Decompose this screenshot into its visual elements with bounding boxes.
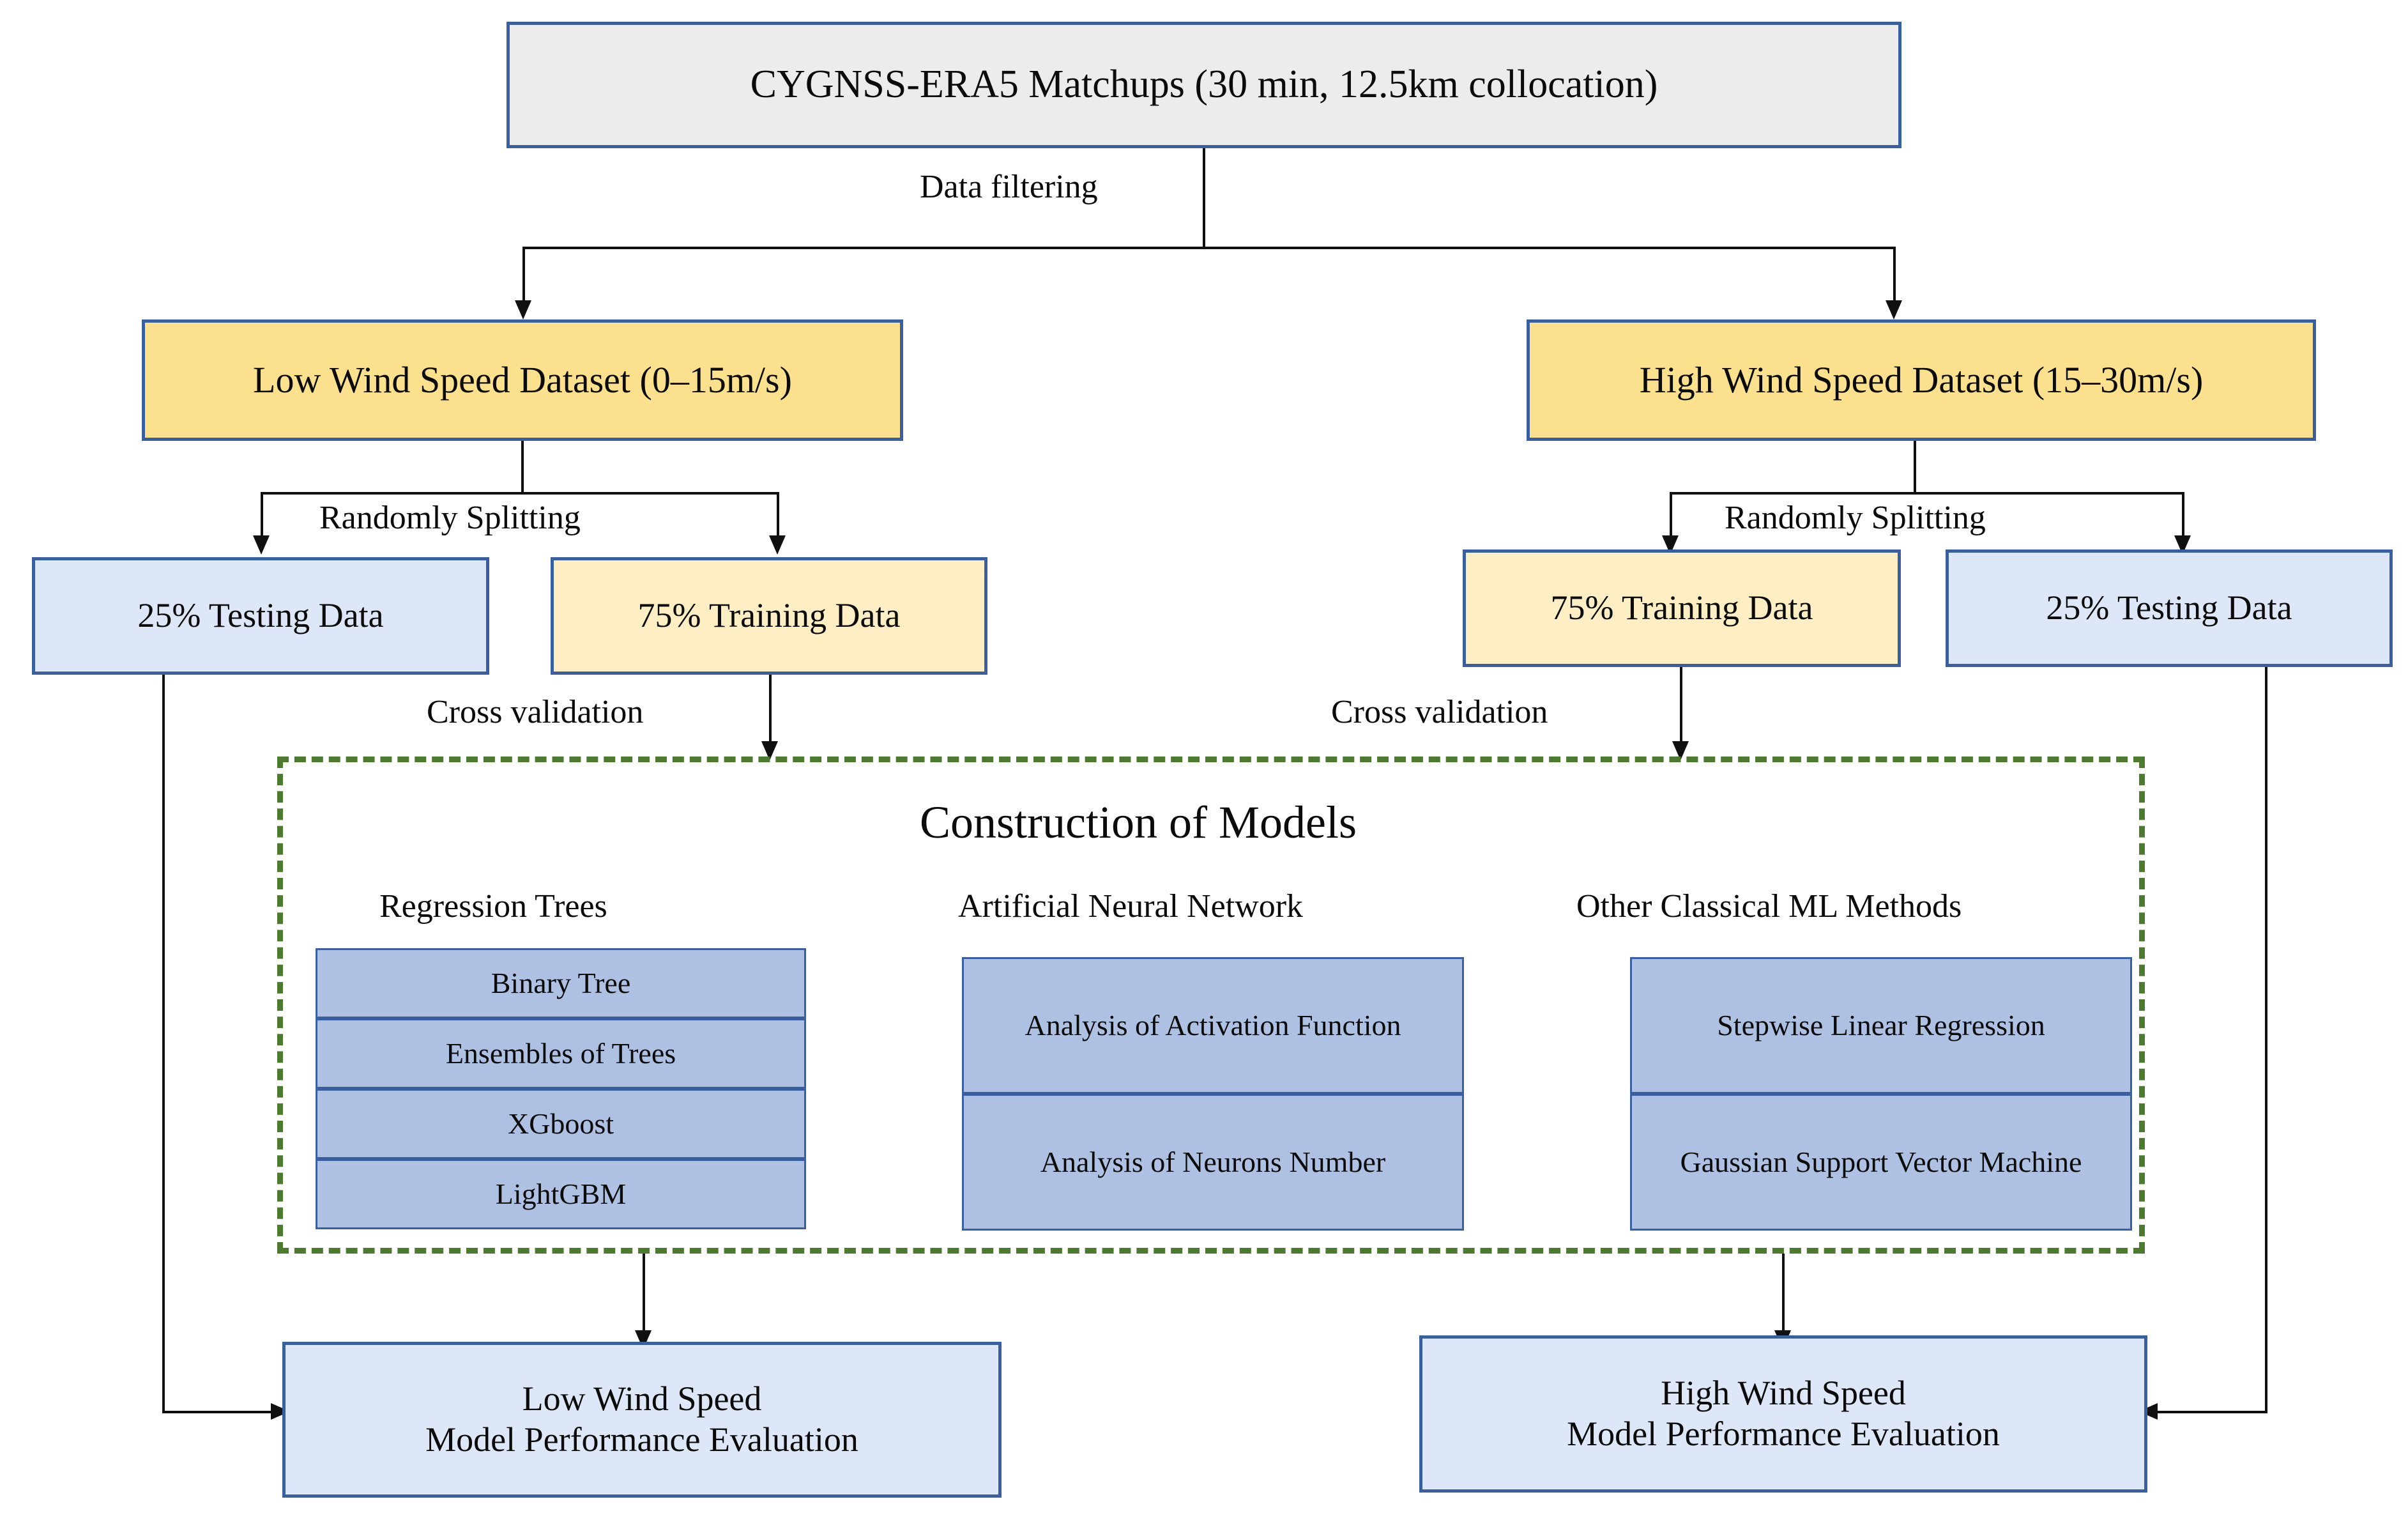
connector-high-split-bus	[1670, 492, 2184, 495]
model-cell-analysis-of-activation-function[interactable]: Analysis of Activation Function	[962, 957, 1464, 1094]
connector-low-testing-drop	[261, 492, 263, 539]
arrowhead-to-low-training	[769, 535, 786, 555]
model-cell-ensembles-of-trees-label: Ensembles of Trees	[445, 1036, 676, 1070]
node-low-training-data-label: 75% Training Data	[637, 596, 901, 635]
arrowhead-to-low-dataset	[515, 300, 531, 319]
connector-right-drop	[1893, 247, 1896, 304]
node-high-wind-dataset[interactable]: High Wind Speed Dataset (15–30m/s)	[1527, 319, 2316, 441]
connector-high-testing-drop	[2182, 492, 2184, 539]
node-high-testing-data[interactable]: 25% Testing Data	[1946, 549, 2393, 667]
model-cell-analysis-of-neurons-number[interactable]: Analysis of Neurons Number	[962, 1094, 1464, 1231]
model-cell-gaussian-support-vector-machine-label: Gaussian Support Vector Machine	[1680, 1145, 2082, 1178]
node-low-testing-data[interactable]: 25% Testing Data	[32, 557, 489, 675]
model-cell-lightgbm[interactable]: LightGBM	[316, 1159, 806, 1229]
node-low-wind-evaluation-text: Low Wind Speed Model Performance Evaluat…	[425, 1379, 858, 1460]
edge-label-randomly-splitting-left: Randomly Splitting	[319, 500, 581, 536]
connector-low-split-stem	[521, 441, 524, 492]
construction-title: Construction of Models	[920, 797, 1357, 848]
connector-source-stem	[1203, 148, 1205, 247]
model-cell-analysis-of-neurons-number-label: Analysis of Neurons Number	[1040, 1145, 1386, 1178]
connector-high-training-drop	[1670, 492, 1672, 539]
connector-low-testing-rail-h	[162, 1411, 272, 1413]
connector-high-crossval-stem	[1680, 667, 1682, 745]
node-high-wind-evaluation-line1: High Wind Speed	[1661, 1374, 1906, 1413]
connector-split-bus	[522, 247, 1896, 249]
connector-high-eval-stem	[1782, 1254, 1785, 1334]
node-low-testing-data-label: 25% Testing Data	[137, 596, 384, 635]
model-cell-gaussian-support-vector-machine[interactable]: Gaussian Support Vector Machine	[1630, 1094, 2132, 1231]
node-high-wind-evaluation-text: High Wind Speed Model Performance Evalua…	[1567, 1373, 2000, 1454]
connector-left-drop	[522, 247, 525, 304]
model-cell-analysis-of-activation-function-label: Analysis of Activation Function	[1025, 1008, 1401, 1041]
connector-low-crossval-stem	[769, 675, 772, 745]
model-cell-binary-tree-label: Binary Tree	[491, 966, 631, 999]
node-low-training-data[interactable]: 75% Training Data	[551, 557, 987, 675]
arrowhead-to-high-dataset	[1886, 300, 1902, 319]
edge-label-randomly-splitting-right: Randomly Splitting	[1725, 500, 1986, 536]
edge-label-cross-validation-left: Cross validation	[427, 694, 644, 730]
connector-low-split-bus	[261, 492, 779, 495]
model-cell-stepwise-linear-regression-label: Stepwise Linear Regression	[1717, 1008, 2045, 1041]
model-cell-ensembles-of-trees[interactable]: Ensembles of Trees	[316, 1018, 806, 1089]
connector-low-testing-rail-v	[162, 675, 165, 1412]
connector-low-training-drop	[777, 492, 779, 539]
column-heading-artificial-neural-network: Artificial Neural Network	[958, 888, 1304, 925]
node-source-matchups-label: CYGNSS-ERA5 Matchups (30 min, 12.5km col…	[750, 63, 1658, 107]
connector-high-testing-rail-v	[2265, 667, 2267, 1412]
node-source-matchups[interactable]: CYGNSS-ERA5 Matchups (30 min, 12.5km col…	[507, 22, 1901, 148]
node-low-wind-evaluation-line2: Model Performance Evaluation	[425, 1420, 858, 1459]
column-heading-other-classical-ml-methods: Other Classical ML Methods	[1576, 888, 1962, 925]
model-cell-stepwise-linear-regression[interactable]: Stepwise Linear Regression	[1630, 957, 2132, 1094]
model-cell-lightgbm-label: LightGBM	[495, 1177, 627, 1210]
node-low-wind-dataset-label: Low Wind Speed Dataset (0–15m/s)	[253, 358, 792, 401]
edge-label-cross-validation-right: Cross validation	[1331, 694, 1548, 730]
arrowhead-to-low-testing	[253, 535, 270, 555]
node-high-training-data-label: 75% Training Data	[1550, 588, 1813, 627]
edge-label-data-filtering: Data filtering	[920, 169, 1098, 205]
node-low-wind-evaluation-line1: Low Wind Speed	[522, 1379, 762, 1418]
model-cell-xgboost[interactable]: XGboost	[316, 1089, 806, 1159]
node-high-testing-data-label: 25% Testing Data	[2046, 588, 2292, 627]
construction-of-models-container	[277, 756, 2145, 1254]
connector-low-eval-stem	[643, 1254, 645, 1334]
node-high-training-data[interactable]: 75% Training Data	[1463, 549, 1901, 667]
node-low-wind-dataset[interactable]: Low Wind Speed Dataset (0–15m/s)	[142, 319, 903, 441]
node-high-wind-evaluation-line2: Model Performance Evaluation	[1567, 1415, 2000, 1453]
column-heading-regression-trees: Regression Trees	[379, 888, 607, 925]
connector-high-testing-rail-h	[2158, 1411, 2267, 1413]
node-high-wind-dataset-label: High Wind Speed Dataset (15–30m/s)	[1639, 358, 2204, 401]
model-cell-xgboost-label: XGboost	[507, 1107, 614, 1140]
connector-high-split-stem	[1914, 441, 1916, 492]
node-high-wind-evaluation[interactable]: High Wind Speed Model Performance Evalua…	[1419, 1335, 2147, 1493]
node-low-wind-evaluation[interactable]: Low Wind Speed Model Performance Evaluat…	[282, 1342, 1002, 1498]
model-cell-binary-tree[interactable]: Binary Tree	[316, 948, 806, 1018]
